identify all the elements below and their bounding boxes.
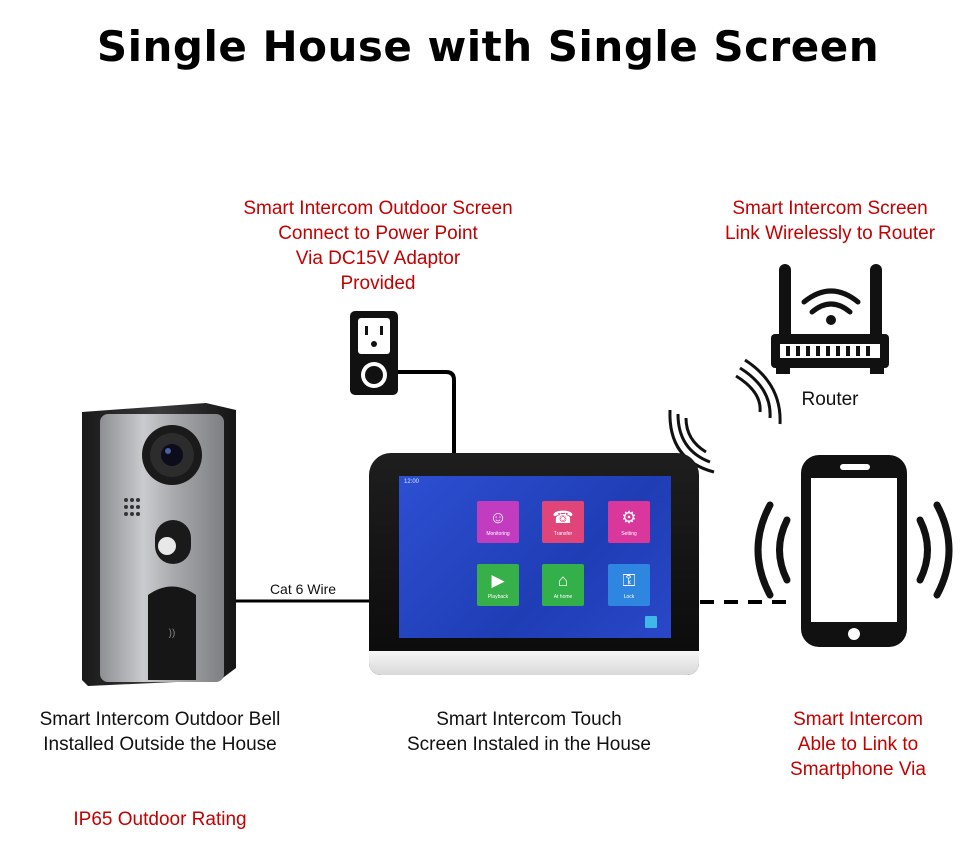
screen-bottom-bezel [369,651,699,675]
label-line: Screen Instaled in the House [407,734,651,755]
app-tile-label: Transfer [553,530,573,537]
app-tile-label: Monitoring [486,530,510,537]
label-router: Router [801,389,859,410]
app-tile-label: Lock [623,593,635,600]
power-outlet-icon [350,311,398,395]
smartphone-device [801,455,907,647]
label-line: Smart Intercom Outdoor Screen [243,198,513,219]
app-tile-label: Playback [487,593,509,600]
phone-icon: ☎ [552,507,574,527]
lock-icon: ⚿ [622,570,636,590]
phone-signal-waves-icon [754,501,953,599]
label-line: Smart Intercom Outdoor Bell [39,709,281,730]
label-outdoor-bell: Smart Intercom Outdoor Bell Installed Ou… [5,707,315,757]
label-outdoor-screen: Smart Intercom Outdoor Screen Connect to… [203,196,553,296]
router-icon [771,264,889,374]
label-ip65-rating: IP65 Outdoor Rating [73,809,247,830]
svg-text:)): )) [169,628,176,639]
app-tile-at-home[interactable]: ⌂ At home [542,564,584,606]
play-icon: ▶ [491,570,505,590]
label-line: Smart Intercom [793,709,923,730]
label-line: Smartphone Via [790,759,926,780]
label-touch-screen: Smart Intercom Touch Screen Instaled in … [374,707,684,757]
gear-icon: ⚙ [621,507,637,527]
label-cat6-wire: Cat 6 Wire [269,581,337,597]
label-wireless-link: Smart Intercom Screen Link Wirelessly to… [690,196,970,246]
wireless-waves-icon [668,358,782,474]
app-tile-transfer[interactable]: ☎ Transfer [542,501,584,543]
app-tile-playback[interactable]: ▶ Playback [477,564,519,606]
label-line: Connect to Power Point [278,223,478,244]
app-tile-label: Setting [621,530,637,537]
corner-menu-button[interactable] [645,616,657,628]
label-line: Smart Intercom Touch [436,709,622,730]
label-line: Able to Link to [797,734,919,755]
app-tile-lock[interactable]: ⚿ Lock [608,564,650,606]
label-line: Link Wirelessly to Router [724,223,936,244]
label-line: Installed Outside the House [43,734,277,755]
touch-screen-device: 12:00 ☺ Monitoring ☎ Transfer ⚙ Setting ▶ Playb… [369,453,699,675]
diagram-title: Single House with Single Screen [96,22,880,71]
label-smartphone: Smart Intercom Able to Link to Smartphon… [740,707,976,782]
label-line: Via DC15V Adaptor [295,248,461,269]
label-line: Provided [340,273,416,294]
app-tile-setting[interactable]: ⚙ Setting [608,501,650,543]
app-tile-monitoring[interactable]: ☺ Monitoring [477,501,519,543]
home-icon: ⌂ [557,570,569,590]
app-tile-label: At home [553,593,573,600]
person-icon: ☺ [489,507,507,527]
touch-screen-display: 12:00 ☺ Monitoring ☎ Transfer ⚙ Setting ▶ Playb… [399,476,671,638]
power-wire [392,370,456,456]
status-time: 12:00 [404,479,420,485]
outdoor-bell-device: )) [82,403,236,686]
label-line: Smart Intercom Screen [732,198,928,219]
